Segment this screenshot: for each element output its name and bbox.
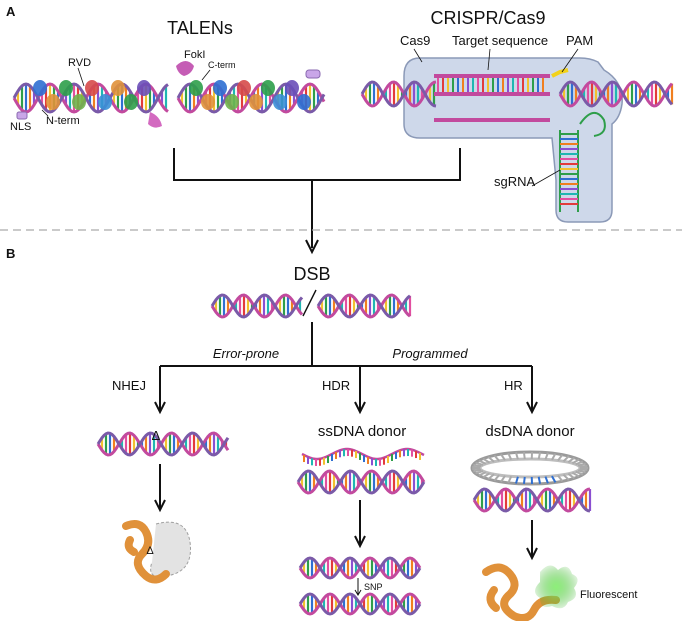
- truncated-protein: Δ: [122, 520, 191, 584]
- dsb-break-mark: [302, 289, 317, 317]
- nls-tag-right: [305, 69, 321, 79]
- nhej-arrow: [154, 464, 166, 513]
- pathway-branches: [154, 322, 538, 415]
- snp-after-dna: [298, 592, 422, 616]
- foki-domain-left: [148, 112, 162, 128]
- ssdna-donor-label: ssDNA donor: [318, 423, 406, 440]
- convergence-connector: [173, 148, 461, 255]
- rvd-label: RVD: [68, 57, 91, 69]
- target-sequence-label: Target sequence: [452, 33, 548, 48]
- snp-change-arrow: [354, 578, 362, 596]
- hr-label: HR: [504, 378, 523, 393]
- gfp-icon: [535, 565, 578, 609]
- cterm-label: C-term: [208, 60, 236, 70]
- nterm-label: N-term: [46, 115, 80, 127]
- dsdna-donor-label: dsDNA donor: [485, 423, 574, 440]
- panel-b-label: B: [6, 246, 15, 261]
- talen-proteins: [16, 61, 321, 128]
- hdr-label: HDR: [322, 378, 350, 393]
- hdr-target-dna: [296, 469, 426, 495]
- talens-title: TALENs: [167, 18, 233, 38]
- nls-label: NLS: [10, 121, 31, 133]
- dsb-dna: [210, 293, 412, 319]
- crispr-title: CRISPR/Cas9: [430, 8, 545, 28]
- nhej-label: NHEJ: [112, 378, 146, 393]
- nhej-deletion-delta: Δ: [152, 428, 161, 443]
- cas9-label: Cas9: [400, 33, 430, 48]
- snp-label: SNP: [364, 582, 383, 592]
- foki-domain: [176, 61, 194, 76]
- hr-arrow: [526, 520, 538, 561]
- panel-a-label: A: [6, 4, 16, 19]
- sgrna-scaffold: [559, 112, 606, 212]
- snp-before-dna: [298, 556, 422, 580]
- fluorescent-fusion-protein: [482, 563, 578, 621]
- fluorescent-label: Fluorescent: [580, 589, 637, 601]
- error-prone-label: Error-prone: [213, 346, 279, 361]
- pam-site: [551, 68, 569, 78]
- programmed-label: Programmed: [392, 346, 468, 361]
- guide-duplex: [434, 68, 569, 122]
- sgrna-label: sgRNA: [494, 174, 536, 189]
- hdr-arrow: [354, 500, 366, 549]
- dsb-title: DSB: [293, 264, 330, 284]
- dsdna-donor-plasmid: [470, 450, 590, 486]
- pam-label: PAM: [566, 33, 593, 48]
- foki-label: FokI: [184, 49, 205, 61]
- hr-target-dna: [472, 487, 592, 513]
- nls-tag: [16, 111, 28, 120]
- nhej-dna: [96, 431, 230, 457]
- crispr-dna: [360, 80, 674, 108]
- protein-delta: Δ: [146, 545, 154, 557]
- ssdna-donor: [301, 447, 425, 466]
